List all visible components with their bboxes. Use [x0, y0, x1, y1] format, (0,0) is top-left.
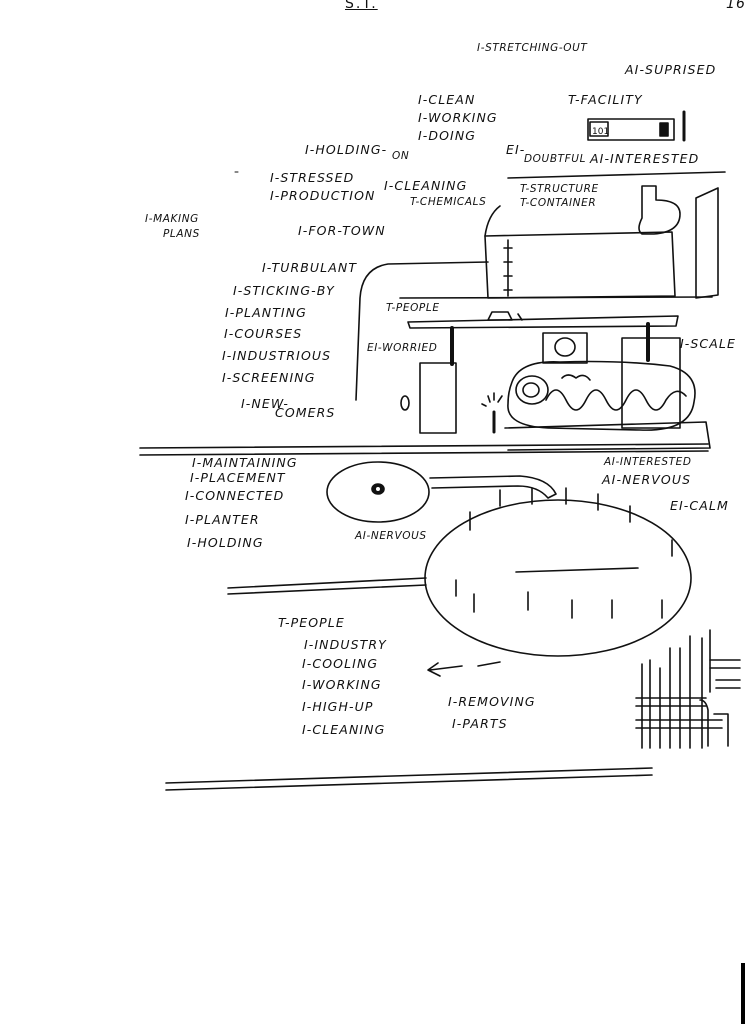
label-maintaining: I-MAINTAINING	[192, 455, 298, 470]
label-industry: I-INDUSTRY	[304, 637, 387, 652]
page-title: S.T.	[345, 0, 378, 12]
label-calm: EI-CALM	[670, 498, 729, 513]
label-working-top: I-WORKING	[418, 110, 498, 125]
label-people-mid: T-PEOPLE	[386, 302, 440, 314]
facility-device: 101	[587, 110, 686, 142]
tall-right-box	[695, 187, 719, 299]
top-separator-line	[507, 171, 726, 179]
bottom-line-lower	[165, 774, 653, 791]
label-newcomers-1: I-NEW-	[241, 396, 289, 411]
ground-line-lower	[139, 450, 709, 456]
label-production: I-PRODUCTION	[270, 188, 376, 203]
platform	[407, 311, 679, 366]
ellipse-ground-line-lower	[227, 584, 427, 595]
label-turbulant: I-TURBULANT	[262, 260, 358, 275]
label-container: T-CONTAINER	[520, 197, 597, 209]
label-high-up: I-HIGH-UP	[302, 699, 374, 714]
label-cooling: I-COOLING	[302, 656, 379, 671]
label-holding-on-2: ON	[392, 150, 410, 162]
label-working-bottom: I-WORKING	[302, 677, 382, 692]
label-planting: I-PLANTING	[225, 305, 307, 320]
label-stressed: I-STRESSED	[270, 170, 355, 185]
scan-edge-mark	[741, 963, 745, 1024]
page-number: 16	[726, 0, 745, 12]
label-parts: I-PARTS	[452, 716, 508, 731]
label-clean: I-CLEAN	[418, 92, 476, 107]
label-scale: I-SCALE	[680, 336, 736, 351]
label-doing: I-DOING	[418, 128, 477, 143]
chemicals-pointer	[484, 205, 501, 237]
label-removing: I-REMOVING	[448, 694, 536, 709]
label-planter: I-PLANTER	[185, 512, 260, 527]
label-doubtful: DOUBTFUL	[524, 153, 587, 165]
bottom-line-upper	[165, 767, 653, 784]
label-ei-prefix: EI-	[506, 142, 526, 157]
label-making-plans-2: PLANS	[163, 228, 200, 240]
label-sticking-by: I-STICKING-BY	[233, 283, 335, 298]
label-for-town: I-FOR-TOWN	[298, 223, 386, 238]
label-holding: I-HOLDING	[187, 535, 264, 550]
direction-arrow	[427, 661, 501, 677]
ellipse-ground-line-upper	[227, 577, 427, 589]
ground-line-upper	[139, 443, 709, 449]
pipe-grid	[635, 629, 741, 749]
label-people-bottom: T-PEOPLE	[278, 615, 345, 630]
label-structure: T-STRUCTURE	[520, 183, 599, 195]
label-interested-bottom: AI-INTERESTED	[604, 456, 692, 468]
label-worried: EI-WORRIED	[367, 342, 438, 354]
label-industrious: I-INDUSTRIOUS	[222, 348, 332, 363]
label-cleaning-mid: I-CLEANING	[384, 178, 468, 193]
label-chemicals: T-CHEMICALS	[410, 196, 487, 208]
device-label: 101	[592, 127, 609, 137]
label-placement: I-PLACEMENT	[190, 470, 286, 485]
label-suprised: AI-SUPRISED	[625, 62, 717, 77]
label-courses: I-COURSES	[224, 326, 303, 341]
label-nervous-right: AI-NERVOUS	[602, 472, 692, 487]
label-making-plans-1: I-MAKING	[145, 213, 199, 225]
label-interested-top: AI-INTERESTED	[590, 151, 700, 166]
left-ellipse	[326, 461, 430, 523]
shelf-line	[399, 296, 713, 299]
label-cleaning-bottom: I-CLEANING	[302, 722, 386, 737]
label-facility: T-FACILITY	[568, 92, 643, 107]
connecting-pipe	[429, 475, 557, 499]
center-machinery	[400, 332, 711, 451]
container	[638, 185, 681, 235]
left-curved-pipe	[355, 261, 489, 401]
big-ellipse	[424, 487, 692, 657]
tank	[484, 231, 676, 299]
label-holding-on-1: I-HOLDING-	[305, 142, 388, 157]
label-nervous-left: AI-NERVOUS	[355, 530, 427, 542]
label-screening: I-SCREENING	[222, 370, 316, 385]
label-newcomers-2: COMERS	[275, 405, 336, 420]
label-stretching-out: I-STRETCHING-OUT	[477, 42, 588, 54]
label-connected: I-CONNECTED	[185, 488, 285, 503]
